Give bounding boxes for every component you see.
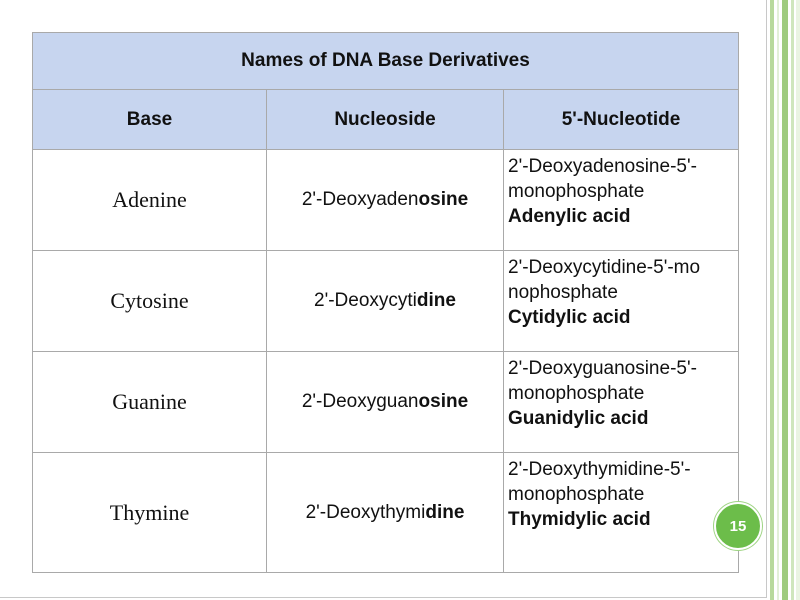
table-header-row: Base Nucleoside 5'-Nucleotide [32,89,740,150]
table-row: Cytosine 2'-Deoxycytidine 2'-Deoxycytidi… [32,250,740,352]
nucleoside-name: 2'-Deoxycytidine [266,250,504,352]
nucleotide-line-1: 2'-Deoxycytidine-5'-mo [508,257,701,278]
nucleoside-suffix: osine [418,189,469,210]
page-number-badge: 15 [714,502,762,550]
header-nucleotide: 5'-Nucleotide [502,89,740,150]
nucleoside-name: 2'-Deoxyguanosine [266,351,504,453]
base-name: Cytosine [32,250,267,352]
nucleoside-suffix: osine [418,391,469,412]
nucleotide-line-1: 2'-Deoxythymidine-5'- [508,459,691,480]
nucleotide-line-2: nophosphate [508,282,618,303]
base-name: Guanine [32,351,267,453]
nucleotide-name: 2'-Deoxythymidine-5'- monophosphate Thym… [502,452,740,573]
table-title: Names of DNA Base Derivatives [31,32,740,90]
slide-frame [0,0,767,598]
nucleotide-name: 2'-Deoxyguanosine-5'- monophosphate Guan… [502,351,740,453]
base-name: Thymine [32,452,267,573]
nucleoside-name: 2'-Deoxythymidine [266,452,504,573]
table-row: Thymine 2'-Deoxythymidine 2'-Deoxythymid… [32,452,740,573]
header-base: Base [32,89,267,150]
nucleoside-suffix: dine [416,290,456,311]
nucleoside-prefix: 2'-Deoxycyti [314,290,417,311]
decorative-stripe [777,0,779,600]
decorative-stripe [782,0,788,600]
table-row: Adenine 2'-Deoxyadenosine 2'-Deoxyadenos… [32,149,740,251]
acid-name: Cytidylic acid [508,307,631,328]
nucleotide-name: 2'-Deoxyadenosine-5'- monophosphate Aden… [502,149,740,251]
nucleoside-suffix: dine [425,501,465,523]
decorative-stripe [796,0,800,600]
nucleoside-prefix: 2'-Deoxythymi [305,501,426,523]
acid-name: Adenylic acid [508,206,631,227]
acid-name: Guanidylic acid [508,408,649,429]
nucleotide-line-1: 2'-Deoxyguanosine-5'- [508,358,697,379]
nucleoside-name: 2'-Deoxyadenosine [266,149,504,251]
nucleotide-line-2: monophosphate [508,484,645,505]
dna-derivatives-table: Names of DNA Base Derivatives Base Nucle… [31,32,740,573]
nucleotide-line-2: monophosphate [508,383,645,404]
table-title-row: Names of DNA Base Derivatives [31,32,740,90]
nucleoside-prefix: 2'-Deoxyaden [301,189,419,210]
acid-name: Thymidylic acid [508,509,651,530]
header-nucleoside: Nucleoside [266,89,504,150]
table-row: Guanine 2'-Deoxyguanosine 2'-Deoxyguanos… [32,351,740,453]
nucleotide-line-2: monophosphate [508,181,645,202]
nucleotide-line-1: 2'-Deoxyadenosine-5'- [508,156,697,177]
nucleoside-prefix: 2'-Deoxyguan [301,391,419,412]
decorative-stripe [791,0,794,600]
base-name: Adenine [32,149,267,251]
nucleotide-name: 2'-Deoxycytidine-5'-mo nophosphate Cytid… [502,250,740,352]
decorative-stripe [770,0,774,600]
